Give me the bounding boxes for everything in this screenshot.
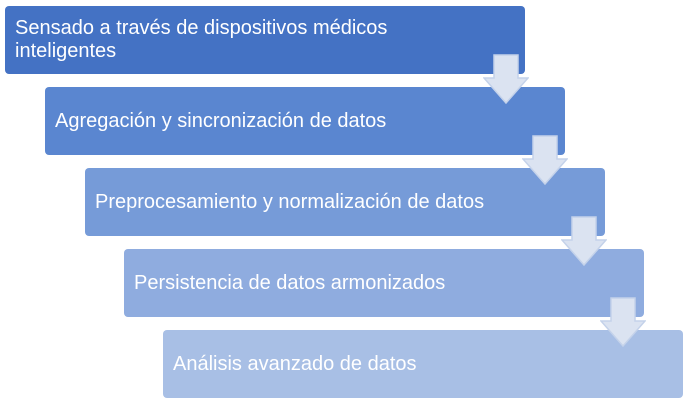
step-1-label: Sensado a través de dispositivos médicos… — [15, 17, 388, 62]
down-arrow-icon — [561, 216, 607, 266]
step-4-box: Persistencia de datos armonizados — [124, 249, 644, 317]
down-arrow-icon — [522, 135, 568, 185]
step-3-box: Preprocesamiento y normalización de dato… — [85, 168, 605, 236]
step-4-label: Persistencia de datos armonizados — [134, 271, 446, 294]
step-1-box: Sensado a través de dispositivos médicos… — [5, 6, 525, 74]
down-arrow-icon — [483, 54, 529, 104]
down-arrow-icon — [600, 297, 646, 347]
step-5-label: Análisis avanzado de datos — [173, 352, 417, 375]
step-5-box: Análisis avanzado de datos — [163, 330, 683, 398]
step-3-label: Preprocesamiento y normalización de dato… — [95, 190, 485, 213]
step-2-box: Agregación y sincronización de datos — [45, 87, 565, 155]
step-2-label: Agregación y sincronización de datos — [55, 109, 387, 132]
